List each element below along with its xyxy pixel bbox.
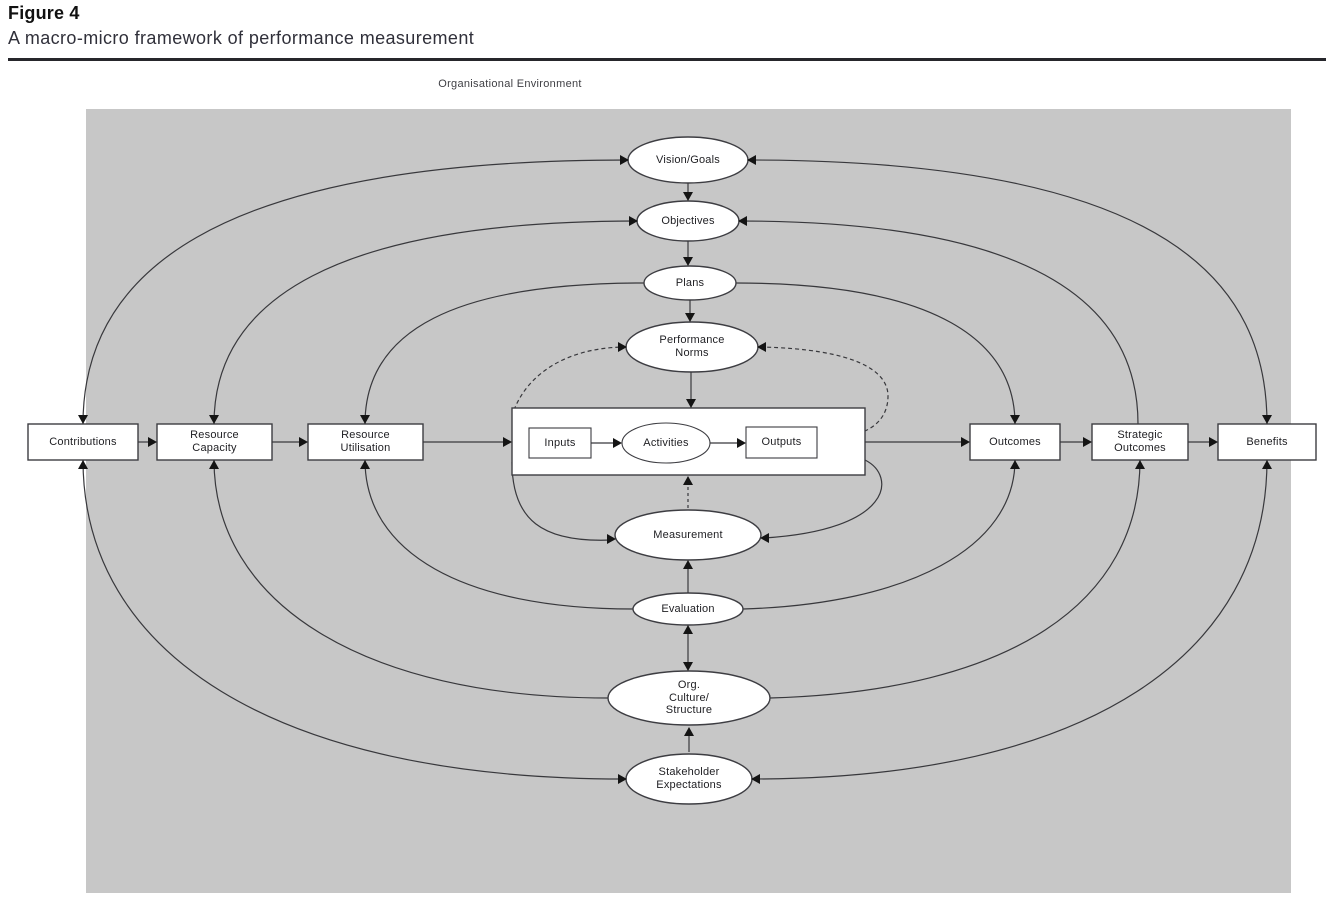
arrowhead bbox=[78, 460, 88, 469]
arrowheads bbox=[78, 155, 1272, 784]
arrowhead bbox=[78, 415, 88, 424]
loop-visiongoals-benefits bbox=[747, 159, 1268, 425]
arrowhead bbox=[503, 437, 512, 447]
stakeholder-expectations-ellipse bbox=[625, 753, 753, 805]
arrowhead bbox=[618, 342, 627, 352]
contributions-box bbox=[27, 423, 139, 461]
arrowhead bbox=[685, 313, 695, 322]
plans-ellipse bbox=[643, 265, 737, 301]
resource-capacity-box bbox=[156, 423, 273, 461]
loop-visiongoals-contributions bbox=[82, 159, 629, 425]
arrowhead bbox=[757, 342, 766, 352]
arrowhead bbox=[686, 399, 696, 408]
arrowhead bbox=[607, 534, 616, 544]
arrowhead bbox=[1209, 437, 1218, 447]
arrowhead bbox=[1083, 437, 1092, 447]
arrowhead bbox=[620, 155, 629, 165]
figure-title: A macro-micro framework of performance m… bbox=[8, 28, 475, 48]
node-shapes bbox=[27, 136, 1317, 805]
arrowhead bbox=[751, 774, 760, 784]
arrowhead bbox=[683, 192, 693, 201]
benefits-box bbox=[1217, 423, 1317, 461]
vision-goals-ellipse bbox=[627, 136, 749, 184]
performance-norms-ellipse bbox=[625, 321, 759, 373]
arrowhead bbox=[683, 257, 693, 266]
arrowhead bbox=[738, 216, 747, 226]
arrowhead bbox=[1010, 415, 1020, 424]
environment-label: Organisational Environment bbox=[438, 78, 582, 90]
arrowhead bbox=[747, 155, 756, 165]
outcomes-box bbox=[969, 423, 1061, 461]
outputs-box bbox=[745, 426, 818, 459]
arrowhead bbox=[683, 662, 693, 671]
arrowhead bbox=[684, 727, 694, 736]
arrowhead bbox=[209, 415, 219, 424]
arrowhead bbox=[613, 438, 622, 448]
arrowhead bbox=[683, 625, 693, 634]
figure-number: Figure 4 bbox=[8, 3, 80, 23]
loop-evaluation-resourceutilisation bbox=[364, 459, 634, 610]
arrowhead bbox=[360, 415, 370, 424]
feedback-loops bbox=[82, 159, 1268, 780]
arrowhead bbox=[299, 437, 308, 447]
loop-objectives-resourcecapacity bbox=[213, 220, 638, 425]
loop-measurement-left bbox=[511, 461, 613, 541]
arrowhead bbox=[737, 438, 746, 448]
resource-utilisation-box bbox=[307, 423, 424, 461]
activities-ellipse bbox=[621, 422, 711, 464]
loop-plans-resourceutilisation bbox=[364, 282, 645, 425]
strategic-outcomes-box bbox=[1091, 423, 1189, 461]
arrowhead bbox=[1262, 460, 1272, 469]
objectives-ellipse bbox=[636, 200, 740, 242]
arrowhead bbox=[1010, 460, 1020, 469]
loop-objectives-strategicoutcomes bbox=[738, 220, 1139, 425]
arrowhead bbox=[148, 437, 157, 447]
loop-orgculture-resourcecapacity bbox=[213, 459, 609, 699]
loop-performancenorms-left-dashed bbox=[513, 346, 625, 411]
loop-measurement-right bbox=[763, 459, 883, 539]
arrowhead bbox=[209, 460, 219, 469]
loop-evaluation-outcomes bbox=[742, 459, 1016, 610]
measurement-ellipse bbox=[614, 509, 762, 561]
arrowhead bbox=[618, 774, 627, 784]
arrowhead bbox=[760, 533, 769, 543]
org-culture-structure-ellipse bbox=[607, 670, 771, 726]
arrowhead bbox=[961, 437, 970, 447]
loop-orgculture-strategicoutcomes bbox=[769, 459, 1141, 699]
arrowhead bbox=[629, 216, 638, 226]
arrowhead bbox=[360, 460, 370, 469]
arrowhead bbox=[683, 560, 693, 569]
loop-stakeholder-contributions bbox=[82, 459, 625, 780]
arrowhead bbox=[683, 476, 693, 485]
loop-plans-outcomes bbox=[735, 282, 1016, 425]
loop-performancenorms-right-dashed bbox=[759, 346, 889, 432]
evaluation-ellipse bbox=[632, 592, 744, 626]
arrowhead bbox=[1262, 415, 1272, 424]
title-rule bbox=[8, 58, 1326, 61]
loop-stakeholder-benefits bbox=[751, 459, 1268, 780]
inputs-box bbox=[528, 427, 592, 459]
arrowhead bbox=[1135, 460, 1145, 469]
